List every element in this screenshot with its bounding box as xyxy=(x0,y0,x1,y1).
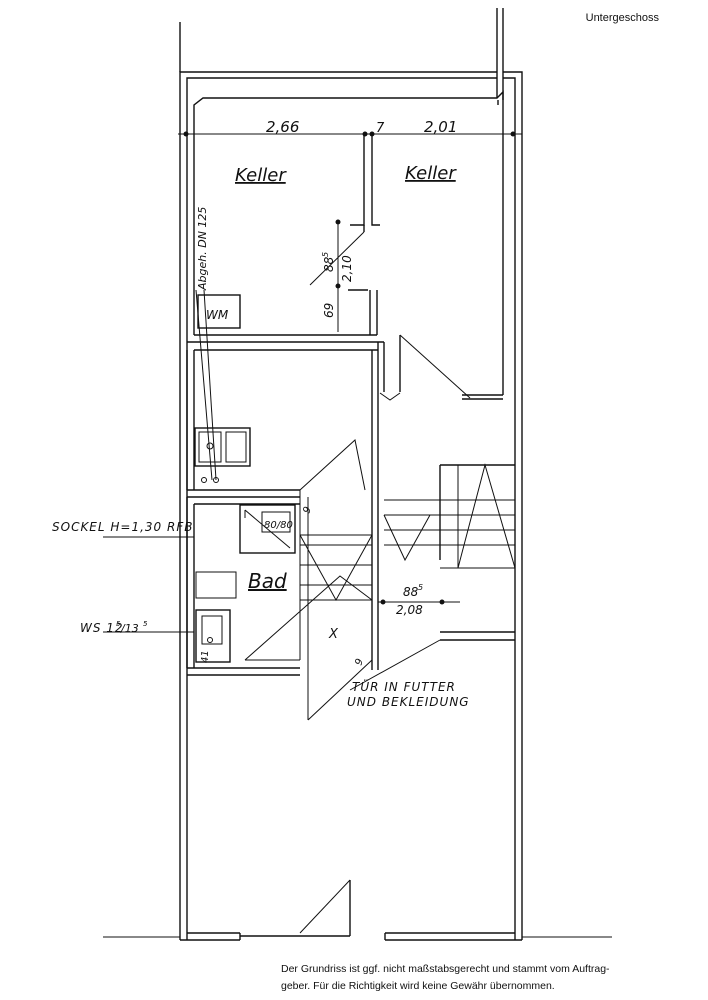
dim-top-right: 2,01 xyxy=(424,118,457,136)
outer-walls xyxy=(103,22,612,941)
ws-text: WS 12 xyxy=(80,621,124,635)
dim-upper-c: 69 xyxy=(322,303,336,318)
ws-label: WS 12 5 /13 5 xyxy=(80,620,148,635)
door-small-dim-upper: 9 xyxy=(301,505,314,515)
disclaimer-line-2: geber. Für die Richtigkeit wird keine Ge… xyxy=(281,980,555,992)
dim-top-left: 2,66 xyxy=(266,118,299,136)
upper-inner-wall xyxy=(193,90,504,335)
stair-mark: X xyxy=(328,627,339,642)
page-title: Untergeschoss xyxy=(585,12,659,24)
ws-sup1: 5 xyxy=(116,620,121,628)
pipe-shaft xyxy=(496,8,504,100)
washing-machine xyxy=(195,289,241,481)
drain-label: Abgeh. DN 125 xyxy=(196,207,209,291)
door-note-line1: TÜR IN FUTTER xyxy=(352,678,456,694)
disclaimer-line-1: Der Grundriss ist ggf. nicht maßstabsger… xyxy=(281,963,610,975)
disclaimer: Der Grundriss ist ggf. nicht maßstabsger… xyxy=(281,961,661,995)
sockel-label: SOCKEL H=1,30 RFB xyxy=(52,520,193,534)
room-label-bad: Bad xyxy=(248,569,287,593)
dim-upper-b: 2,10 xyxy=(340,255,354,282)
dim-upper-a: 88 xyxy=(322,256,336,272)
room-label-keller-left: Keller xyxy=(235,165,287,186)
shower-dim: 80/80 xyxy=(264,520,293,531)
wm-label: WM xyxy=(206,308,229,322)
keller-bottom-wall xyxy=(187,334,504,401)
middle-room-walls xyxy=(186,349,379,648)
dim-lower-a-sup: 5 xyxy=(418,583,423,592)
bathroom xyxy=(103,497,300,676)
dimension-line-top xyxy=(178,131,522,137)
stairs xyxy=(299,463,516,602)
dim-upper-door: 88 5 2,10 xyxy=(321,252,354,282)
lower-room-walls xyxy=(299,631,515,936)
door-small-dim: 9 xyxy=(353,657,366,667)
ws-small-dim: 41 xyxy=(200,650,211,663)
dim-upper-a-sup: 5 xyxy=(321,252,330,257)
dimension-line-lower xyxy=(378,599,460,605)
keller-partition xyxy=(309,134,380,335)
dim-lower-a: 88 xyxy=(403,585,419,599)
hall-diagonals xyxy=(244,439,373,721)
room-label-keller-right: Keller xyxy=(405,163,457,184)
ws-sup2: 5 xyxy=(143,620,148,628)
door-note-line2: UND BEKLEIDUNG xyxy=(347,695,470,709)
dim-wall-gap: 7 xyxy=(376,121,385,136)
sink xyxy=(194,427,251,483)
dim-lower-b: 2,08 xyxy=(396,603,423,617)
ws-mid: /13 xyxy=(120,622,139,635)
